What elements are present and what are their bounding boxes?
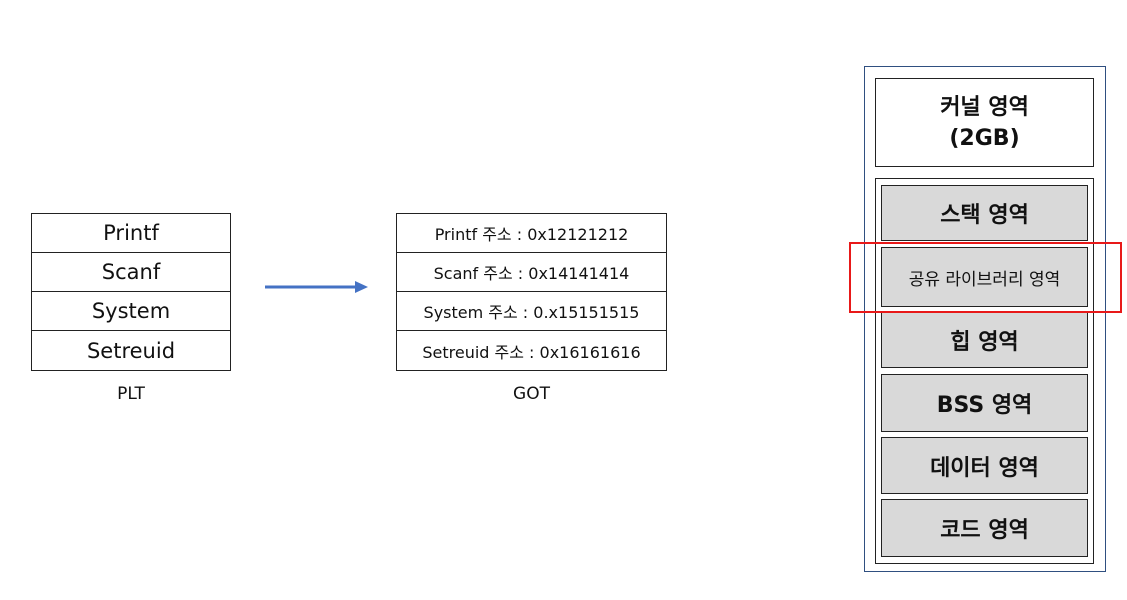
plt-row-system: System: [32, 292, 230, 331]
code-segment: 코드 영역: [881, 499, 1088, 557]
plt-to-got-arrow: [265, 281, 368, 293]
bss-segment: BSS 영역: [881, 374, 1088, 432]
got-table: Printf 주소 : 0x12121212 Scanf 주소 : 0x1414…: [396, 213, 667, 371]
kernel-area: 커널 영역 (2GB): [875, 78, 1094, 167]
kernel-area-size: (2GB): [949, 125, 1020, 151]
plt-table: Printf Scanf System Setreuid: [31, 213, 231, 371]
heap-segment: 힙 영역: [881, 312, 1088, 368]
plt-row-setreuid: Setreuid: [86, 338, 176, 363]
shared-library-segment: 공유 라이브러리 영역: [881, 247, 1088, 307]
got-caption: GOT: [513, 384, 550, 404]
got-row-system: System 주소 : 0.x15151515: [397, 292, 666, 331]
got-row-setreuid: Setreuid 주소 : 0x16161616: [422, 342, 641, 362]
got-row-printf: Printf 주소 : 0x12121212: [397, 214, 666, 253]
data-segment: 데이터 영역: [881, 437, 1088, 494]
shared-library-highlight: [849, 242, 1122, 313]
memory-layout-frame: [864, 66, 1106, 572]
plt-row-printf: Printf: [32, 214, 230, 253]
got-row-scanf: Scanf 주소 : 0x14141414: [397, 253, 666, 292]
stack-segment: 스택 영역: [881, 185, 1088, 241]
plt-row-scanf: Scanf: [32, 253, 230, 292]
kernel-area-label: 커널 영역: [940, 94, 1029, 120]
plt-caption: PLT: [117, 384, 145, 404]
